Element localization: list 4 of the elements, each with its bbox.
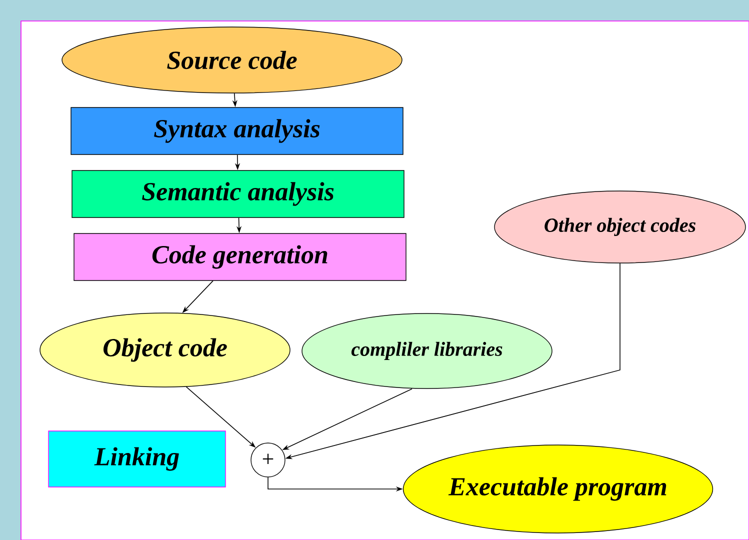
process-box: Code generation xyxy=(74,233,406,281)
process-box: Semantic analysis xyxy=(72,170,404,218)
process-box: Syntax analysis xyxy=(70,107,404,155)
process-box: Linking xyxy=(48,430,226,488)
